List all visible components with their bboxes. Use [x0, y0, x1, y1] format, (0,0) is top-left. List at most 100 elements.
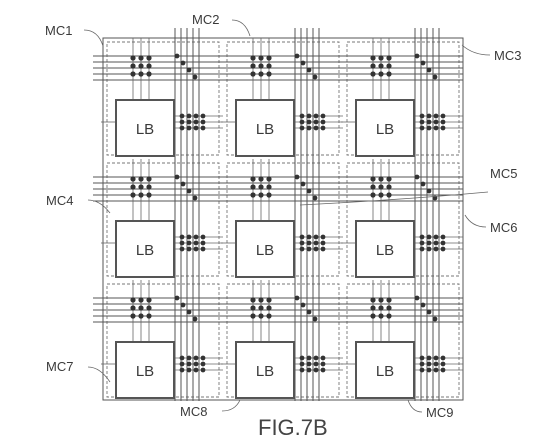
- switch-dot: [146, 305, 152, 311]
- switch-dot: [378, 176, 384, 182]
- mc5-label: MC5: [490, 166, 517, 181]
- switch-dot: [146, 313, 152, 319]
- switch-dot: [370, 71, 376, 77]
- connection-dot: [433, 234, 439, 240]
- connection-dot: [320, 113, 326, 119]
- switch-dot: [130, 297, 136, 303]
- connection-dot: [419, 361, 425, 367]
- switch-dot: [378, 63, 384, 69]
- connection-dot: [320, 240, 326, 246]
- switch-dot: [266, 55, 272, 61]
- connection-dot: [186, 125, 192, 131]
- switch-dot: [312, 195, 318, 201]
- switch-dot: [258, 192, 264, 198]
- switch-dot: [426, 188, 432, 194]
- switch-dot: [420, 60, 426, 66]
- connection-dot: [426, 234, 432, 240]
- switch-dot: [294, 174, 300, 180]
- connection-dot: [186, 240, 192, 246]
- switch-dot: [186, 67, 192, 73]
- connection-dot: [306, 125, 312, 131]
- logic-block-box: [115, 220, 175, 278]
- logic-block-box: [235, 220, 295, 278]
- switch-dot: [266, 71, 272, 77]
- switch-dot: [370, 176, 376, 182]
- switch-dot: [250, 305, 256, 311]
- connection-dot: [179, 355, 185, 361]
- connection-dot: [320, 119, 326, 125]
- logic-block: LB: [235, 341, 295, 399]
- switch-dot: [250, 71, 256, 77]
- connection-dot: [193, 355, 199, 361]
- connection-dot: [200, 246, 206, 252]
- switch-dot: [306, 309, 312, 315]
- switch-dot: [250, 313, 256, 319]
- switch-dot: [250, 55, 256, 61]
- switch-dot: [386, 71, 392, 77]
- connection-dot: [306, 355, 312, 361]
- connection-dot: [440, 367, 446, 373]
- switch-dot: [420, 181, 426, 187]
- switch-dot: [130, 63, 136, 69]
- connection-dot: [440, 361, 446, 367]
- mc9-label: MC9: [426, 405, 453, 420]
- connection-dot: [186, 367, 192, 373]
- connection-dot: [299, 113, 305, 119]
- logic-block-box: [355, 99, 415, 157]
- connection-dot: [313, 113, 319, 119]
- switch-dot: [186, 188, 192, 194]
- switch-dot: [130, 71, 136, 77]
- switch-dot: [180, 181, 186, 187]
- logic-block-label: LB: [136, 363, 154, 380]
- connection-dot: [179, 119, 185, 125]
- switch-dot: [146, 63, 152, 69]
- connection-dot: [186, 119, 192, 125]
- connection-dot: [179, 234, 185, 240]
- mc2-label: MC2: [192, 12, 219, 27]
- switch-dot: [250, 297, 256, 303]
- switch-dot: [294, 53, 300, 59]
- switch-dot: [130, 305, 136, 311]
- switch-dot: [386, 63, 392, 69]
- switch-dot: [386, 55, 392, 61]
- connection-dot: [299, 355, 305, 361]
- logic-block: LB: [235, 220, 295, 278]
- connection-dot: [313, 119, 319, 125]
- connection-dot: [313, 367, 319, 373]
- logic-block-label: LB: [376, 121, 394, 138]
- switch-dot: [300, 302, 306, 308]
- switch-dot: [294, 295, 300, 301]
- connection-dot: [320, 125, 326, 131]
- switch-dot: [378, 313, 384, 319]
- connection-dot: [440, 119, 446, 125]
- switch-dot: [426, 309, 432, 315]
- connection-dot: [426, 355, 432, 361]
- connection-dot: [320, 234, 326, 240]
- switch-dot: [258, 176, 264, 182]
- connection-dot: [200, 119, 206, 125]
- switch-dot: [266, 176, 272, 182]
- logic-block-label: LB: [136, 121, 154, 138]
- connection-dot: [419, 113, 425, 119]
- logic-block-label: LB: [256, 121, 274, 138]
- connection-dot: [320, 355, 326, 361]
- mc3-label: MC3: [494, 48, 521, 63]
- logic-block-box: [235, 341, 295, 399]
- switch-dot: [146, 71, 152, 77]
- logic-block-box: [235, 99, 295, 157]
- logic-block-label: LB: [136, 242, 154, 259]
- logic-block: LB: [235, 99, 295, 157]
- switch-dot: [370, 313, 376, 319]
- switch-dot: [370, 55, 376, 61]
- switch-dot: [146, 184, 152, 190]
- logic-block: LB: [355, 341, 415, 399]
- connection-dot: [179, 367, 185, 373]
- switch-dot: [258, 55, 264, 61]
- connection-dot: [433, 240, 439, 246]
- switch-dot: [378, 305, 384, 311]
- switch-dot: [146, 55, 152, 61]
- connection-dot: [433, 361, 439, 367]
- switch-dot: [378, 71, 384, 77]
- switch-dot: [378, 297, 384, 303]
